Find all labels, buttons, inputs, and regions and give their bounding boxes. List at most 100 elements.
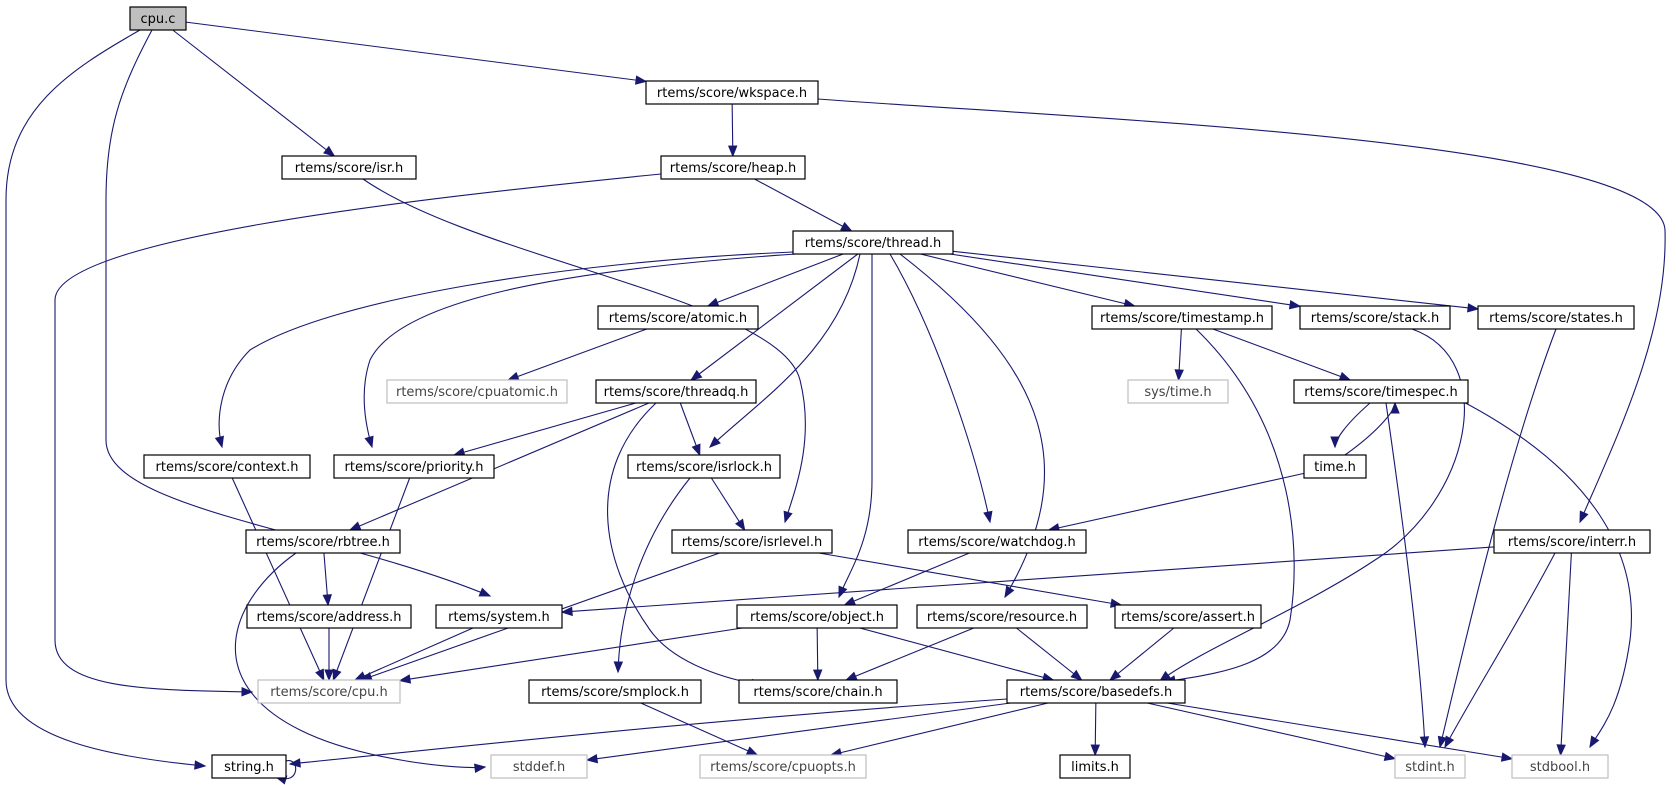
edge-basedefs-to-string	[288, 698, 1008, 768]
edge-thread-to-states	[952, 250, 1480, 313]
edge-context-to-cpu_h	[231, 477, 325, 682]
edge-object-to-chain	[812, 627, 823, 682]
node-cpuopts: rtems/score/cpuopts.h	[699, 754, 867, 779]
node-label: rtems/score/heap.h	[670, 161, 796, 176]
node-label: time.h	[1314, 460, 1356, 475]
node-assert[interactable]: rtems/score/assert.h	[1114, 604, 1262, 629]
node-basedefs[interactable]: rtems/score/basedefs.h	[1006, 679, 1186, 704]
node-label: rtems/score/timestamp.h	[1100, 311, 1264, 326]
node-threadq[interactable]: rtems/score/threadq.h	[595, 379, 757, 404]
node-label: string.h	[224, 760, 274, 775]
node-label: rtems/score/context.h	[156, 460, 299, 475]
edge-timestamp-to-systime	[1174, 328, 1184, 382]
node-label: rtems/score/cpu.h	[270, 685, 388, 700]
edge-time-to-timespec	[1344, 401, 1400, 456]
node-label: rtems/score/timespec.h	[1304, 385, 1457, 400]
node-object[interactable]: rtems/score/object.h	[736, 604, 898, 629]
edge-isrlevel-to-assert	[818, 552, 1123, 608]
node-isrlevel[interactable]: rtems/score/isrlevel.h	[671, 529, 833, 554]
edge-interr-to-system	[560, 546, 1495, 617]
edge-heap-to-thread	[754, 178, 853, 232]
node-systime: sys/time.h	[1127, 379, 1229, 404]
node-time[interactable]: time.h	[1303, 454, 1367, 479]
edge-threadq-to-priority	[452, 402, 636, 457]
node-label: rtems/score/chain.h	[753, 685, 882, 700]
edge-thread-to-context	[214, 251, 794, 449]
edge-thread-to-priority	[363, 253, 797, 449]
edge-object-to-cpu_h	[398, 627, 743, 684]
edge-thread-to-watchdog	[889, 253, 993, 524]
node-label: rtems/score/assert.h	[1121, 610, 1255, 625]
node-label: rtems/score/stack.h	[1311, 311, 1439, 326]
node-atomic[interactable]: rtems/score/atomic.h	[597, 305, 759, 330]
edge-address-to-cpu_h	[324, 628, 334, 682]
node-watchdog[interactable]: rtems/score/watchdog.h	[907, 529, 1087, 554]
edge-isrlock-to-isrlevel	[710, 477, 746, 532]
edge-thread-to-timestamp	[920, 253, 1136, 309]
node-label: rtems/score/threadq.h	[604, 385, 749, 400]
node-label: limits.h	[1071, 760, 1119, 775]
node-label: rtems/system.h	[448, 610, 550, 625]
node-label: rtems/score/isr.h	[295, 161, 403, 176]
node-label: rtems/score/thread.h	[805, 236, 942, 251]
node-cpu-c[interactable]: cpu.c	[129, 6, 187, 31]
edge-basedefs-to-cpuopts	[829, 702, 1049, 758]
node-label: rtems/score/rbtree.h	[256, 535, 390, 550]
node-interr[interactable]: rtems/score/interr.h	[1493, 529, 1651, 554]
edge-atomic-to-cpuatomic	[506, 328, 647, 381]
node-rbtree[interactable]: rtems/score/rbtree.h	[245, 529, 401, 554]
node-timestamp[interactable]: rtems/score/timestamp.h	[1091, 305, 1273, 330]
node-label: stdbool.h	[1530, 760, 1590, 775]
edge-resource-to-basedefs	[1016, 627, 1083, 681]
edge-basedefs-to-stdint	[1147, 702, 1397, 761]
node-cpuatomic: rtems/score/cpuatomic.h	[386, 379, 568, 404]
node-label: rtems/score/interr.h	[1508, 535, 1636, 550]
edge-interr-to-stdint	[1444, 552, 1556, 749]
node-label: rtems/score/object.h	[750, 610, 884, 625]
node-smplock[interactable]: rtems/score/smplock.h	[528, 679, 702, 704]
edge-priority-to-cpu_h	[332, 477, 411, 682]
node-thread[interactable]: rtems/score/thread.h	[792, 230, 954, 255]
node-wkspace[interactable]: rtems/score/wkspace.h	[645, 80, 819, 105]
edge-basedefs-to-stdbool	[1167, 702, 1514, 762]
node-string[interactable]: string.h	[211, 754, 287, 779]
node-context[interactable]: rtems/score/context.h	[143, 454, 311, 479]
node-chain[interactable]: rtems/score/chain.h	[738, 679, 898, 704]
node-label: cpu.c	[141, 12, 176, 27]
node-label: rtems/score/isrlevel.h	[682, 535, 823, 550]
edge-object-to-basedefs	[859, 627, 1055, 682]
node-label: rtems/score/smplock.h	[541, 685, 689, 700]
node-priority[interactable]: rtems/score/priority.h	[333, 454, 495, 479]
node-label: rtems/score/states.h	[1489, 311, 1623, 326]
node-address[interactable]: rtems/score/address.h	[246, 604, 412, 629]
node-label: rtems/score/wkspace.h	[657, 86, 807, 101]
node-stack[interactable]: rtems/score/stack.h	[1299, 305, 1451, 330]
node-cpu-h: rtems/score/cpu.h	[257, 679, 401, 704]
node-isr[interactable]: rtems/score/isr.h	[281, 155, 417, 180]
node-isrlock[interactable]: rtems/score/isrlock.h	[627, 454, 781, 479]
edge-timespec-to-stdbool	[1449, 394, 1632, 749]
edges-layer	[5, 21, 1666, 785]
edge-time-to-watchdog	[1047, 472, 1305, 533]
edge-isrlock-to-smplock	[613, 477, 691, 674]
edge-rbtree-to-address	[322, 552, 332, 607]
node-timespec[interactable]: rtems/score/timespec.h	[1293, 379, 1469, 404]
node-resource[interactable]: rtems/score/resource.h	[916, 604, 1088, 629]
node-stddef: stddef.h	[490, 754, 588, 779]
node-label: rtems/score/priority.h	[345, 460, 484, 475]
node-label: rtems/score/watchdog.h	[918, 535, 1075, 550]
edge-wkspace-to-heap	[727, 103, 738, 158]
node-states[interactable]: rtems/score/states.h	[1477, 305, 1635, 330]
edge-cpu_c-to-string	[5, 29, 207, 770]
edge-thread-to-threadq	[690, 253, 859, 381]
edge-timespec-to-time	[1330, 402, 1371, 449]
node-label: rtems/score/basedefs.h	[1020, 685, 1173, 700]
node-label: sys/time.h	[1144, 385, 1211, 400]
node-label: rtems/score/resource.h	[927, 610, 1077, 625]
node-system[interactable]: rtems/system.h	[435, 604, 563, 629]
node-heap[interactable]: rtems/score/heap.h	[660, 155, 806, 180]
node-limits[interactable]: limits.h	[1059, 754, 1131, 779]
node-label: rtems/score/address.h	[256, 610, 401, 625]
edge-assert-to-basedefs	[1109, 627, 1175, 681]
